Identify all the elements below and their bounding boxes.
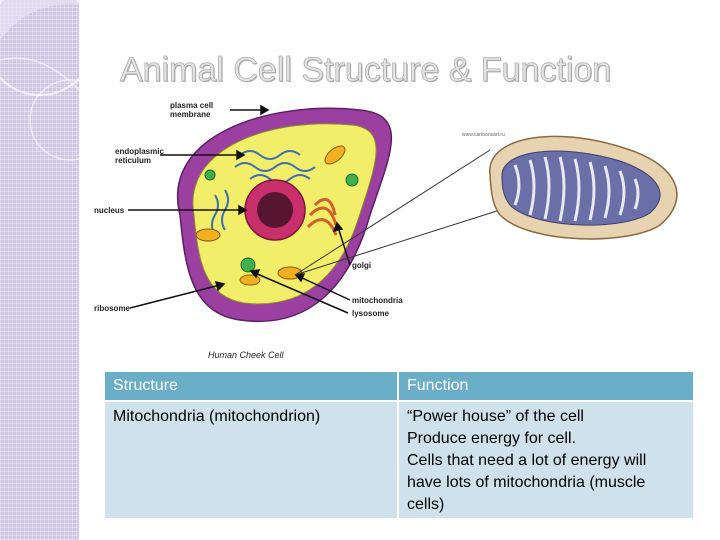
slide-title: Animal Cell Structure & Function: [120, 51, 612, 90]
label-plasma-membrane-line1: plasma cell: [170, 101, 214, 110]
table-row: Mitochondria (mitochondrion) “Power hous…: [105, 401, 695, 518]
lysosome-shape: [204, 169, 216, 181]
table-header-row: Structure Function: [105, 372, 695, 402]
label-endoplasmic-reticulum: endoplasmic reticulum: [115, 147, 164, 165]
label-arrows: [128, 104, 351, 314]
mitochondrion-shape: [324, 145, 346, 165]
label-ribosome: ribosome: [94, 304, 131, 313]
function-line: Cells that need a lot of energy will: [407, 452, 647, 469]
sidebar-swirl-graphic: [0, 0, 79, 161]
nucleolus-shape: [257, 192, 293, 228]
decorative-sidebar: [0, 0, 79, 540]
figure-caption: Human Cheek Cell: [208, 350, 284, 360]
cell-function: “Power house” of the cell Produce energy…: [398, 401, 695, 518]
header-structure: Structure: [105, 372, 399, 402]
mitochondrion-shape: [239, 274, 261, 286]
label-er-line2: reticulum: [115, 156, 152, 165]
label-mitochondria: mitochondria: [352, 296, 403, 305]
label-nucleus: nucleus: [94, 206, 125, 215]
cell-structure: Mitochondria (mitochondrion): [105, 401, 399, 518]
cell-diagram-figure: plasma cell membrane endoplasmic reticul…: [90, 95, 700, 367]
header-function: Function: [398, 372, 695, 402]
image-watermark: www.cartoonsart.ru: [462, 132, 505, 138]
function-line: Produce energy for cell.: [407, 430, 576, 447]
cell-diagram-graphic: [128, 104, 678, 323]
zoomed-mitochondrion-illustration: [489, 135, 678, 240]
mitochondrion-shape: [195, 228, 221, 242]
lysosome-shape: [240, 257, 256, 273]
label-er-line1: endoplasmic: [115, 147, 164, 156]
structure-function-table: Structure Function Mitochondria (mitocho…: [105, 372, 695, 518]
lysosome-shape: [345, 173, 359, 187]
label-golgi: golgi: [352, 261, 372, 270]
zoom-connector-line: [294, 209, 501, 276]
function-line: cells): [407, 496, 445, 513]
zoom-connector-line: [294, 149, 491, 276]
label-lysosome: lysosome: [352, 309, 389, 318]
function-line: “Power house” of the cell: [407, 408, 584, 425]
label-plasma-membrane: plasma cell membrane: [170, 101, 213, 119]
function-line: have lots of mitochondria (muscle: [407, 474, 646, 491]
label-plasma-membrane-line2: membrane: [170, 110, 211, 119]
